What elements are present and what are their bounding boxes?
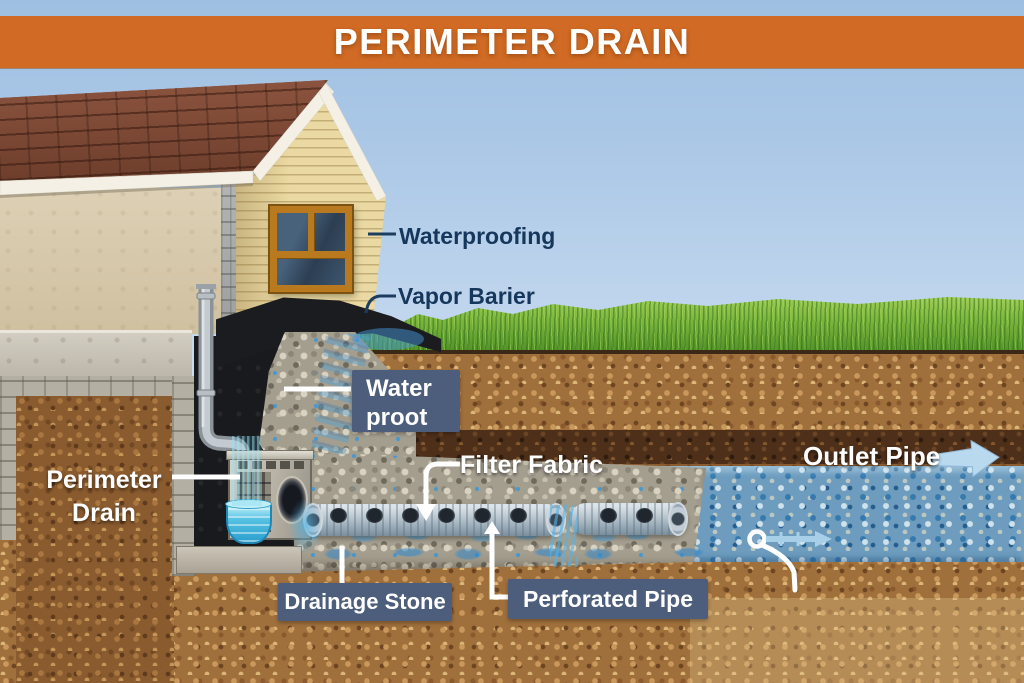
soil-under-garage — [16, 396, 174, 683]
pipe-hole — [510, 508, 527, 523]
foundation-left-wall — [0, 378, 17, 558]
cleanout-ring-marker — [747, 529, 767, 549]
masonry-column — [221, 182, 238, 340]
drainage-stone-label-box: Drainage Stone — [278, 583, 452, 621]
filter-fabric-callout-line — [423, 461, 460, 505]
foundation-top-band — [0, 376, 196, 398]
pipe-hole — [402, 508, 419, 523]
outlet-water-channel — [650, 466, 1024, 562]
outlet-pipe-label: Outlet Pipe — [803, 441, 941, 471]
vapor-barrier-label: Vapor Barier — [398, 283, 535, 309]
pipe-end-cap — [668, 502, 688, 536]
basin-lid — [226, 450, 314, 460]
waterproof-label-line1: Water — [366, 375, 432, 402]
eave-shadow — [0, 183, 253, 198]
pipe-hole — [366, 508, 383, 523]
window-mullion-vertical — [308, 213, 314, 253]
flow-direction-arrowhead — [815, 531, 832, 547]
basin-vents — [238, 461, 304, 469]
eave-fascia — [0, 170, 254, 196]
perimeter-drain-label-line1: Perimeter — [46, 466, 162, 494]
shingle-roof — [0, 80, 328, 184]
pipe-hole — [438, 508, 455, 523]
title-banner: PERIMETER DRAIN — [0, 16, 1024, 68]
perimeter-drain-label-line2: Drain — [72, 498, 136, 527]
perimeter-drain-label: Perimeter Drain — [34, 464, 174, 529]
perforated-pipe-callout-line — [489, 532, 510, 600]
pipe-hole — [330, 508, 347, 523]
waterproof-label-box: Water proot — [352, 370, 460, 432]
outlet-flow-arrow — [932, 439, 1000, 478]
waterproof-label-line2: proot — [366, 403, 428, 431]
pipe-hole — [474, 508, 491, 523]
vapor-barrier-callout-line — [364, 294, 396, 314]
pipe-hole — [636, 508, 653, 523]
perforated-pipe-label-box: Perforated Pipe — [508, 579, 708, 619]
pipe-hole — [600, 508, 617, 523]
waterproofing-label: Waterproofing — [399, 223, 556, 249]
filter-fabric-arrowhead — [416, 504, 436, 521]
house-window — [270, 206, 352, 292]
cleanout-pointer-line — [759, 542, 798, 593]
downspout-collar — [196, 389, 216, 397]
sandy-soil-overlay — [690, 598, 1024, 683]
water-splash — [288, 498, 322, 554]
filter-fabric-label: Filter Fabric — [460, 451, 604, 479]
downspout-collar — [196, 292, 216, 300]
surface-water-puddle — [352, 328, 424, 350]
water-splash — [550, 505, 578, 567]
garage-floor-slab — [0, 330, 192, 378]
downspout-bracket — [196, 284, 216, 289]
gable-barge-left — [252, 82, 335, 182]
page-title: PERIMETER DRAIN — [333, 21, 691, 62]
perforated-pipe-arrowhead — [484, 521, 500, 534]
concrete-footing — [176, 546, 302, 574]
window-mullion-horizontal — [277, 251, 345, 258]
falling-water-streaks — [232, 436, 262, 506]
gable-barge-right — [318, 82, 387, 202]
